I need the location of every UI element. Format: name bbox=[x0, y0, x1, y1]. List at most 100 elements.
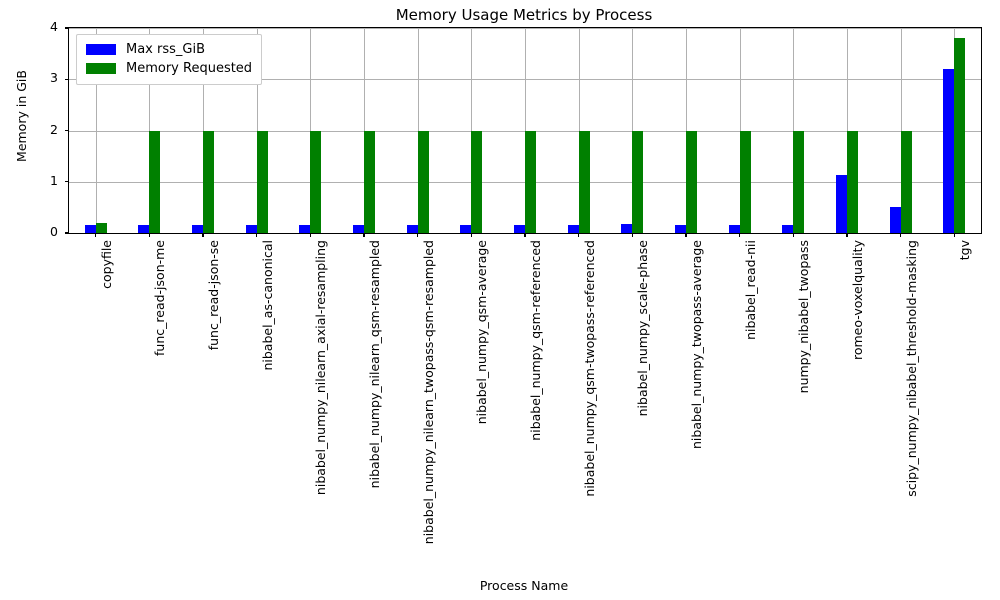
x-tick-label: copyfile bbox=[98, 240, 114, 289]
x-tick-mark bbox=[577, 233, 580, 237]
bar bbox=[900, 130, 912, 233]
x-tick-label-anchor: numpy_nibabel_twopass bbox=[792, 240, 811, 393]
x-tick-label-anchor: romeo-voxelquality bbox=[846, 240, 865, 360]
bar bbox=[835, 175, 847, 233]
bar bbox=[256, 130, 268, 233]
bar bbox=[514, 225, 525, 233]
y-tick-mark bbox=[65, 78, 69, 80]
x-tick-label-anchor: tgv bbox=[953, 240, 972, 260]
x-tick-label-anchor: copyfile bbox=[95, 240, 114, 289]
x-tick-label: nibabel_numpy_twopass-average bbox=[688, 240, 704, 450]
y-tick-label: 3 bbox=[50, 70, 58, 86]
bar bbox=[632, 130, 644, 233]
bar-group bbox=[69, 28, 981, 233]
bar bbox=[621, 224, 633, 233]
x-tick-label: nibabel_as-canonical bbox=[259, 240, 275, 371]
x-tick-label-anchor: nibabel_read-nii bbox=[739, 240, 758, 340]
x-tick-mark bbox=[309, 233, 312, 237]
x-tick-mark bbox=[524, 233, 526, 237]
chart-title: Memory Usage Metrics by Process bbox=[395, 6, 653, 24]
x-tick-label-anchor: nibabel_numpy_nilearn_twopass-qsm-resamp… bbox=[417, 240, 436, 544]
bar bbox=[525, 130, 536, 233]
x-tick-mark bbox=[256, 233, 258, 237]
y-tick-label: 2 bbox=[50, 121, 58, 137]
bar bbox=[299, 225, 311, 233]
x-tick-label: func_read-json-me bbox=[152, 240, 168, 356]
bar bbox=[203, 130, 215, 233]
y-axis-label: Memory in GiB bbox=[14, 70, 29, 162]
y-tick-label: 4 bbox=[50, 19, 58, 34]
chart-legend: Max rss_GiB Memory Requested bbox=[76, 34, 263, 85]
y-tick-mark bbox=[65, 181, 69, 183]
bar-group bbox=[69, 28, 981, 233]
x-tick-label: nibabel_numpy_nilearn_qsm-resampled bbox=[367, 240, 383, 489]
bar-group bbox=[69, 28, 981, 233]
bar bbox=[364, 130, 376, 233]
bar bbox=[417, 130, 429, 233]
x-tick-mark bbox=[417, 233, 419, 237]
x-tick-label-anchor: nibabel_as-canonical bbox=[256, 240, 275, 371]
y-tick-mark bbox=[65, 232, 69, 234]
legend-item: Memory Requested bbox=[86, 59, 252, 78]
bar bbox=[310, 130, 322, 233]
x-tick-label: nibabel_numpy_scale-phase bbox=[635, 240, 651, 417]
bar-group bbox=[69, 28, 981, 233]
x-tick-mark bbox=[899, 233, 902, 237]
bar bbox=[406, 225, 418, 233]
x-axis-label: Process Name bbox=[479, 578, 569, 593]
x-tick-mark bbox=[685, 233, 687, 237]
bar-group bbox=[69, 28, 981, 233]
x-tick-label-anchor: nibabel_numpy_nilearn_qsm-resampled bbox=[363, 240, 382, 488]
x-tick-label: nibabel_numpy_qsm-referenced bbox=[528, 240, 543, 441]
bar bbox=[149, 130, 161, 233]
bar bbox=[728, 225, 740, 233]
bar-group bbox=[69, 28, 981, 233]
gridline-vertical bbox=[95, 28, 97, 233]
x-tick-mark bbox=[792, 233, 794, 237]
bar bbox=[192, 225, 204, 233]
bar bbox=[793, 130, 805, 233]
bar bbox=[567, 225, 579, 233]
y-tick-label: 1 bbox=[50, 172, 58, 188]
bar bbox=[471, 130, 483, 233]
bar-group bbox=[69, 28, 981, 233]
bar-group bbox=[69, 28, 981, 233]
legend-item: Max rss_GiB bbox=[86, 40, 252, 59]
bar bbox=[674, 225, 686, 233]
bar bbox=[889, 207, 901, 233]
bar bbox=[138, 225, 150, 233]
x-tick-label-anchor: nibabel_numpy_scale-phase bbox=[631, 240, 650, 416]
bar bbox=[95, 222, 107, 233]
x-tick-mark bbox=[846, 233, 848, 237]
bar bbox=[245, 225, 257, 233]
x-tick-label: nibabel_numpy_nilearn_twopass-qsm-resamp… bbox=[420, 240, 436, 545]
bar bbox=[685, 130, 697, 233]
x-tick-label-anchor: func_read-json-se bbox=[202, 240, 221, 350]
x-tick-mark bbox=[95, 233, 97, 237]
x-tick-mark bbox=[148, 233, 151, 237]
y-tick-mark bbox=[65, 129, 69, 132]
bar-group bbox=[69, 28, 981, 233]
legend-label-max-rss: Max rss_GiB bbox=[126, 42, 206, 57]
legend-swatch-memory-requested bbox=[86, 63, 116, 74]
plot-area bbox=[65, 27, 982, 237]
bar bbox=[739, 130, 751, 233]
bar bbox=[84, 225, 96, 233]
bar-group bbox=[69, 28, 981, 233]
bar bbox=[846, 130, 858, 233]
bar-group bbox=[69, 28, 981, 233]
x-tick-label: nibabel_numpy_nilearn_axial-resampling bbox=[313, 240, 329, 496]
x-tick-mark bbox=[202, 233, 204, 237]
x-tick-mark bbox=[470, 233, 472, 237]
y-tick-mark bbox=[65, 27, 69, 29]
x-tick-label-anchor: nibabel_numpy_qsm-twopass-referenced bbox=[578, 240, 597, 497]
bar-group bbox=[69, 28, 981, 233]
x-tick-label: func_read-json-se bbox=[206, 240, 222, 351]
legend-label-memory-requested: Memory Requested bbox=[126, 61, 253, 76]
x-tick-label-anchor: nibabel_numpy_qsm-referenced bbox=[524, 240, 543, 441]
bar-group bbox=[69, 28, 981, 233]
x-tick-mark bbox=[363, 233, 365, 237]
bar-group bbox=[69, 28, 981, 233]
x-tick-mark bbox=[953, 233, 955, 237]
